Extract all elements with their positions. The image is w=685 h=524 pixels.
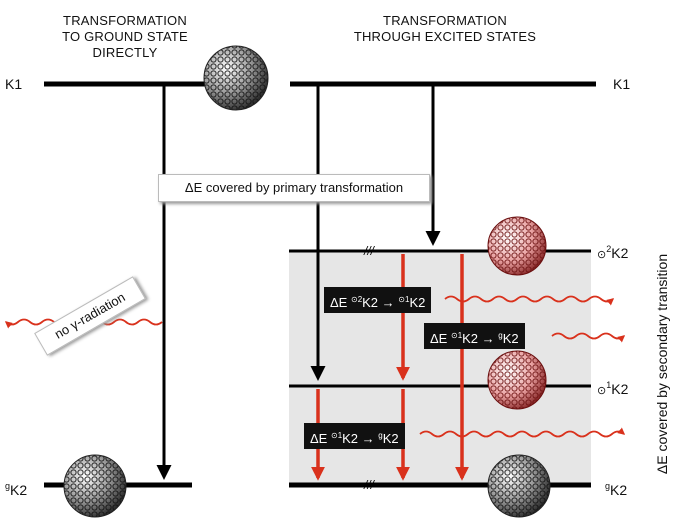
title-excited-line2: THROUGH EXCITED STATES: [353, 29, 537, 44]
title-excited: TRANSFORMATION THROUGH EXCITED STATES: [330, 13, 560, 45]
transition-delta: ΔE: [330, 295, 348, 310]
level-label-excited1-sup: 1: [606, 380, 612, 390]
transition-from: K2: [342, 431, 359, 446]
transition-delta: ΔE: [310, 431, 328, 446]
transition-from: K2: [462, 331, 479, 346]
excited-state-icon: ⊙: [597, 385, 607, 397]
wavy-photon-arrow-icon: [444, 295, 615, 306]
title-direct-line1: TRANSFORMATION: [63, 13, 187, 28]
dark-fullerene-icon: [63, 454, 127, 518]
level-label-ground-right-sup: g: [605, 481, 611, 491]
excited-state-icon: ⊙: [597, 249, 607, 261]
transition-to-sup: ⊙1: [398, 295, 410, 304]
transition-from: K2: [362, 295, 379, 310]
level-label-ground-right-name: K2: [610, 482, 628, 498]
break-mark-lower: ///: [363, 478, 376, 492]
transition-arrow-icon: →: [361, 431, 375, 446]
red-excited-fullerene-icon: [487, 216, 547, 276]
level-label-ground-left-sup: g: [5, 481, 11, 491]
primary-transformation-label: ΔE covered by primary transformation: [158, 174, 430, 202]
transition-label-excited1-ground-upper: ΔE ⊙1K2 → gK2: [424, 323, 525, 349]
transition-from-sup: ⊙2: [350, 295, 363, 304]
break-mark-upper: ///: [363, 244, 376, 258]
wavy-photon-arrow-icon: [551, 332, 626, 343]
level-label-ground-left: gK2: [5, 481, 27, 498]
transition-to: K2: [409, 295, 426, 310]
level-label-k1-right: K1: [613, 76, 631, 92]
transition-from-sup: ⊙1: [450, 331, 463, 340]
level-label-excited2-name: K2: [611, 245, 629, 261]
level-label-k1-left: K1: [5, 76, 23, 92]
level-label-excited2-sup: 2: [606, 244, 612, 254]
transition-label-excited2-excited1: ΔE ⊙2K2 → ⊙1K2: [324, 287, 432, 313]
dark-fullerene-icon: [487, 454, 551, 518]
level-label-ground-right: gK2: [605, 481, 627, 498]
level-label-excited2: ⊙2K2: [597, 244, 628, 261]
dark-fullerene-icon: [203, 45, 269, 111]
excited-region: [289, 251, 591, 484]
wavy-photon-arrow-icon: [419, 427, 626, 438]
transition-to: K2: [502, 331, 519, 346]
transition-label-excited1-ground-lower: ΔE ⊙1K2 → gK2: [304, 423, 405, 449]
title-direct-line2: TO GROUND STATE: [62, 29, 188, 44]
transition-delta: ΔE: [430, 331, 448, 346]
transition-from-sup: ⊙1: [330, 431, 343, 440]
transition-to-sup: g: [498, 331, 503, 340]
transition-to-sup: g: [378, 431, 383, 440]
transition-to: K2: [382, 431, 399, 446]
title-direct: TRANSFORMATION TO GROUND STATE DIRECTLY: [45, 13, 205, 61]
transition-arrow-icon: →: [481, 331, 495, 346]
title-excited-line1: TRANSFORMATION: [383, 13, 507, 28]
level-label-excited1-name: K2: [611, 381, 629, 397]
level-label-excited1: ⊙1K2: [597, 380, 628, 397]
transition-arrow-icon: →: [381, 295, 395, 310]
secondary-transition-label: ΔE covered by secondary transition: [654, 253, 670, 475]
red-excited-fullerene-icon: [487, 350, 547, 410]
title-direct-line3: DIRECTLY: [92, 45, 158, 60]
level-label-ground-left-name: K2: [10, 482, 28, 498]
